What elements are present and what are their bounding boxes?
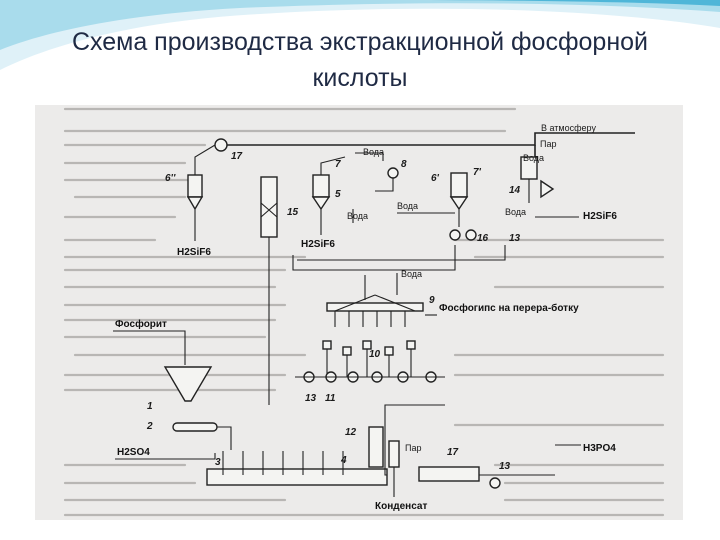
- phosphorite-label: Фосфорит: [115, 318, 167, 330]
- background-text: [63, 107, 665, 517]
- diagram-scan: В атмосферу Пар 17 6'' H2SiF6 15 5 H2SiF…: [35, 105, 683, 520]
- water-label-6: Вода: [401, 269, 422, 279]
- fan-17: 17: [214, 138, 243, 162]
- svg-text:2: 2: [146, 421, 153, 432]
- svg-text:13: 13: [499, 461, 511, 472]
- water-label-5: Вода: [397, 201, 418, 211]
- extractor-3-4: 3 4: [206, 451, 388, 486]
- svg-text:8: 8: [401, 159, 407, 170]
- svg-text:7: 7: [335, 159, 341, 170]
- pumps-11-12: 13 11: [295, 371, 445, 404]
- separator-8: 8: [375, 159, 407, 192]
- h2sif6-mid: H2SiF6: [301, 239, 335, 250]
- svg-text:14: 14: [509, 185, 521, 196]
- svg-text:3: 3: [215, 457, 221, 468]
- svg-text:12: 12: [345, 427, 357, 438]
- svg-text:13: 13: [509, 233, 521, 244]
- tank-16: 17 13 H3PO4: [418, 443, 616, 489]
- collectors-10: 10: [322, 340, 416, 377]
- process-diagram: В атмосферу Пар 17 6'' H2SiF6 15 5 H2SiF…: [63, 107, 665, 517]
- h2so4-label: H2SO4: [117, 447, 150, 458]
- phosphogypsum-label: Фосфогипс на перера-ботку: [439, 302, 579, 314]
- evaporator-15: 12 Пар Конденсат: [345, 426, 427, 512]
- condensate-label: Конденсат: [375, 501, 427, 512]
- hopper-1: 1: [147, 366, 213, 412]
- h2sif6-right: H2SiF6: [583, 211, 617, 222]
- atmosphere-label: В атмосферу: [541, 123, 596, 133]
- svg-text:15: 15: [287, 207, 299, 218]
- water-label-4: Вода: [505, 207, 526, 217]
- svg-text:1: 1: [147, 401, 153, 412]
- filter-9: 9 Фосфогипс на перера-ботку: [326, 294, 579, 327]
- h2sif6-left: H2SiF6: [177, 247, 211, 258]
- svg-text:4: 4: [340, 455, 347, 466]
- svg-text:6'': 6'': [165, 173, 176, 184]
- conveyor-2: 2: [146, 421, 218, 432]
- svg-text:17: 17: [231, 151, 243, 162]
- svg-text:9: 9: [429, 295, 435, 306]
- water-label-2: Вода: [347, 211, 368, 221]
- svg-text:16: 16: [477, 233, 489, 244]
- svg-text:11: 11: [325, 393, 336, 404]
- slide-title: Схема производства экстракционной фосфор…: [71, 28, 649, 92]
- column-5: 15: [260, 176, 299, 405]
- svg-text:6': 6': [431, 173, 440, 184]
- steam-label-bottom: Пар: [405, 443, 421, 453]
- water-label-1: Вода: [363, 147, 384, 157]
- water-label-3: Вода: [523, 153, 544, 163]
- svg-text:5: 5: [335, 189, 341, 200]
- pump-13: 16 13: [449, 229, 521, 244]
- steam-label-top: Пар: [540, 139, 556, 149]
- absorber-6-double-prime: 6'' H2SiF6: [165, 144, 216, 258]
- atmosphere-line: [215, 132, 635, 146]
- svg-text:7': 7': [473, 167, 482, 178]
- absorber-6-prime: 6' 7': [431, 167, 482, 227]
- svg-text:13: 13: [305, 393, 317, 404]
- svg-text:10: 10: [369, 349, 381, 360]
- absorber-6: 5 H2SiF6 7: [301, 156, 346, 250]
- svg-text:17: 17: [447, 447, 459, 458]
- h3po4-label: H3PO4: [583, 443, 616, 454]
- scrubber-14: 14 Вода Вода: [505, 153, 555, 217]
- header-swoosh: [0, 0, 720, 70]
